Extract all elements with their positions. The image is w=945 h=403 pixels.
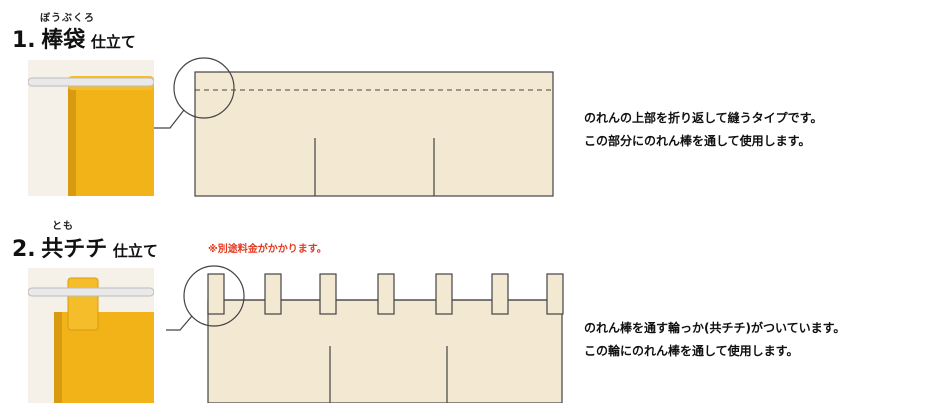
bou-bukuro-photo xyxy=(28,60,154,196)
section2-heading: 2. 共チチ 仕立て xyxy=(12,231,158,263)
section2-ruby: とも xyxy=(52,221,74,232)
section1-heading: 1. 棒袋 仕立て xyxy=(12,22,136,54)
section2-suffix: 仕立て xyxy=(112,242,158,260)
section2-number: 2. xyxy=(12,237,36,262)
noren-body-1 xyxy=(194,71,554,197)
section2-description: のれん棒を通す輪っか(共チチ)がついています。 この輪にのれん棒を通して使用しま… xyxy=(584,317,845,363)
loop-tab-2 xyxy=(264,273,282,315)
section1-desc-line2: この部分にのれん棒を通して使用します。 xyxy=(584,134,811,148)
callout-leader-2 xyxy=(166,315,193,331)
section2-desc-line1: のれん棒を通す輪っか(共チチ)がついています。 xyxy=(584,321,846,335)
callout-leader-1 xyxy=(154,109,185,129)
section1-desc-line1: のれんの上部を折り返して縫うタイプです。 xyxy=(584,111,823,125)
loop-tab-5 xyxy=(435,273,453,315)
loop-tab-1 xyxy=(207,273,225,315)
loop-tab-4 xyxy=(377,273,395,315)
extra-charge-note: ※別途料金がかかります。 xyxy=(208,244,327,255)
section1-suffix: 仕立て xyxy=(90,33,136,51)
tomo-chichi-photo-illustration xyxy=(28,268,154,403)
section2-title: 共チチ xyxy=(41,237,108,262)
tomo-chichi-photo xyxy=(28,268,154,403)
callout-circle-2 xyxy=(183,265,245,327)
section2-desc-line2: この輪にのれん棒を通して使用します。 xyxy=(584,344,799,358)
section1-title: 棒袋 xyxy=(41,28,86,53)
loop-tab-3 xyxy=(319,273,337,315)
section1-description: のれんの上部を折り返して縫うタイプです。 この部分にのれん棒を通して使用します。 xyxy=(584,107,822,153)
loop-tab-7 xyxy=(546,273,564,315)
bou-bukuro-photo-illustration xyxy=(28,60,154,196)
callout-circle-1 xyxy=(173,57,235,119)
section1-number: 1. xyxy=(12,28,36,53)
noren-body-2 xyxy=(207,299,563,403)
loop-tab-6 xyxy=(491,273,509,315)
section1-ruby: ぼうぶくろ xyxy=(40,13,95,24)
